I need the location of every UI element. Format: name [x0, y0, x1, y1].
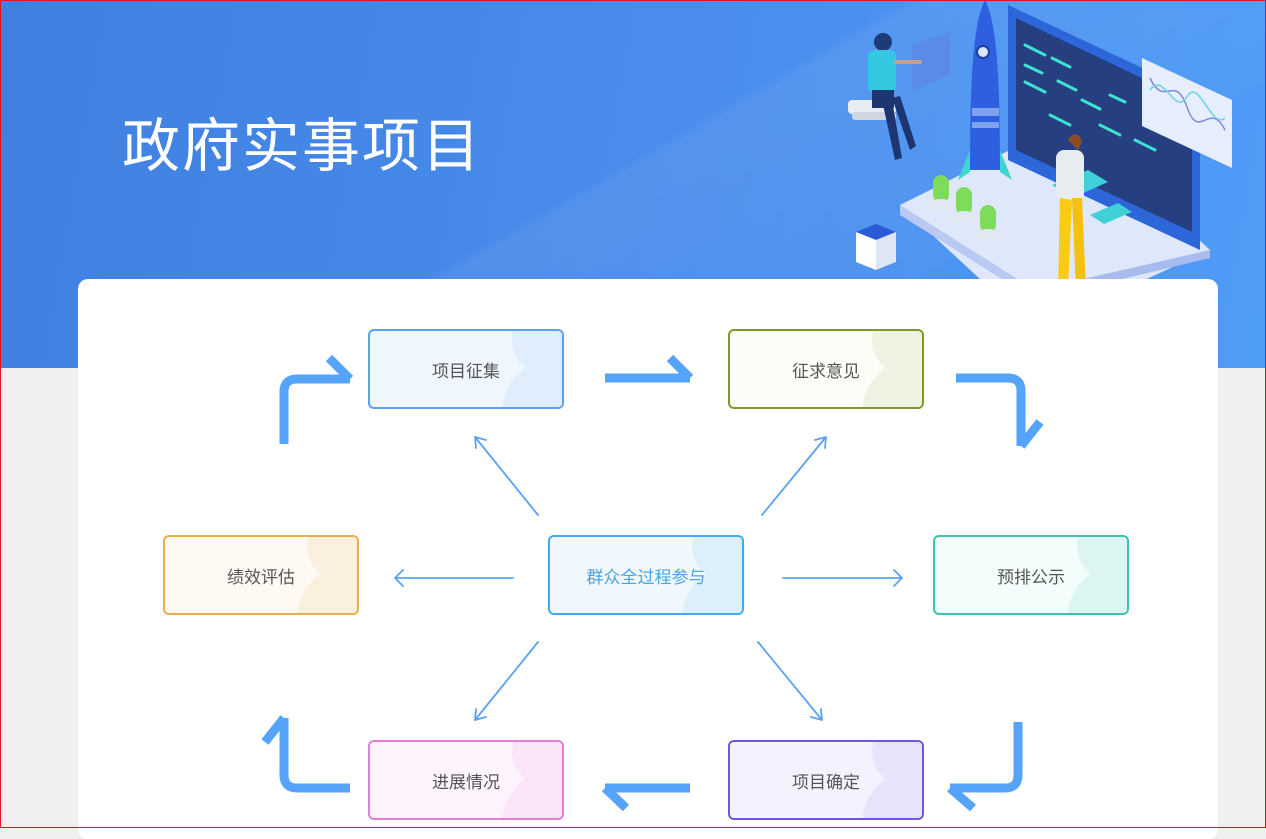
decor-circle — [1067, 564, 1127, 613]
node-label: 绩效评估 — [227, 567, 295, 588]
node-preliminary-publicity[interactable]: 预排公示 — [933, 535, 1129, 615]
node-project-collection[interactable]: 项目征集 — [368, 329, 564, 409]
decor-circle — [297, 564, 357, 613]
page-title: 政府实事项目 — [122, 112, 483, 180]
decor-circle — [862, 769, 922, 818]
decor-circle — [502, 358, 562, 407]
cube-icon — [856, 224, 896, 270]
node-label: 项目确定 — [792, 772, 860, 793]
decor-circle — [502, 769, 562, 818]
person-sitting — [848, 32, 950, 160]
node-label: 进展情况 — [432, 772, 500, 793]
node-performance-evaluation[interactable]: 绩效评估 — [163, 535, 359, 615]
node-label: 征求意见 — [792, 361, 860, 382]
node-progress-status[interactable]: 进展情况 — [368, 740, 564, 820]
node-public-participation-center[interactable]: 群众全过程参与 — [548, 535, 744, 615]
rocket-launch-team-illustration — [848, 0, 1232, 290]
wave-chart-card — [1142, 58, 1232, 168]
node-label: 预排公示 — [997, 567, 1065, 588]
person-standing — [1056, 134, 1086, 290]
decor-circle — [862, 358, 922, 407]
laptop-base — [900, 120, 1210, 290]
header-banner: 政府实事项目 — [0, 0, 1266, 368]
node-label: 群众全过程参与 — [586, 567, 706, 588]
plants — [929, 175, 1000, 241]
rocket — [958, 0, 1012, 180]
node-label: 项目征集 — [432, 361, 500, 382]
node-solicit-opinions[interactable]: 征求意见 — [728, 329, 924, 409]
node-project-confirmation[interactable]: 项目确定 — [728, 740, 924, 820]
